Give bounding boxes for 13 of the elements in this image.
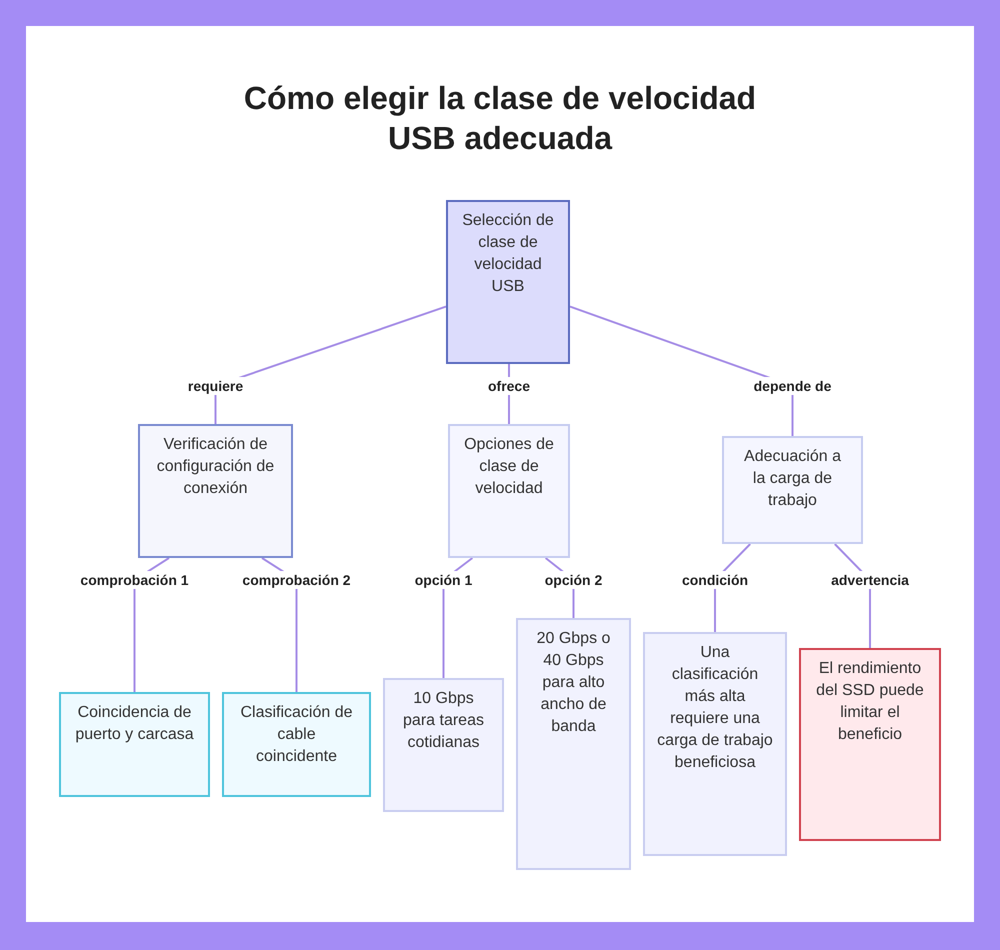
concept-box: Coincidencia de puerto y carcasa [59,692,210,797]
title: Cómo elegir la clase de velocidad USB adecuada [242,79,758,158]
concept-box: Una clasificación más alta requiere una carga de trabajo beneficiosa [643,632,787,856]
concept-box: Selección de clase de velocidad USB [446,200,570,364]
connector-line [214,306,446,424]
concept-box: Clasificación de cable coincidente [222,692,371,797]
connector-line [570,306,794,436]
concept-box: 10 Gbps para tareas cotidianas [383,678,504,812]
concept-box: Opciones de clase de velocidad [448,424,570,558]
concept-box: 20 Gbps o 40 Gbps para alto ancho de banda [516,618,631,870]
concept-box: El rendimiento del SSD puede limitar el beneficio [799,648,941,841]
concept-box: Verificación de configuración de conexión [138,424,293,558]
concept-box: Adecuación a la carga de trabajo [722,436,863,544]
